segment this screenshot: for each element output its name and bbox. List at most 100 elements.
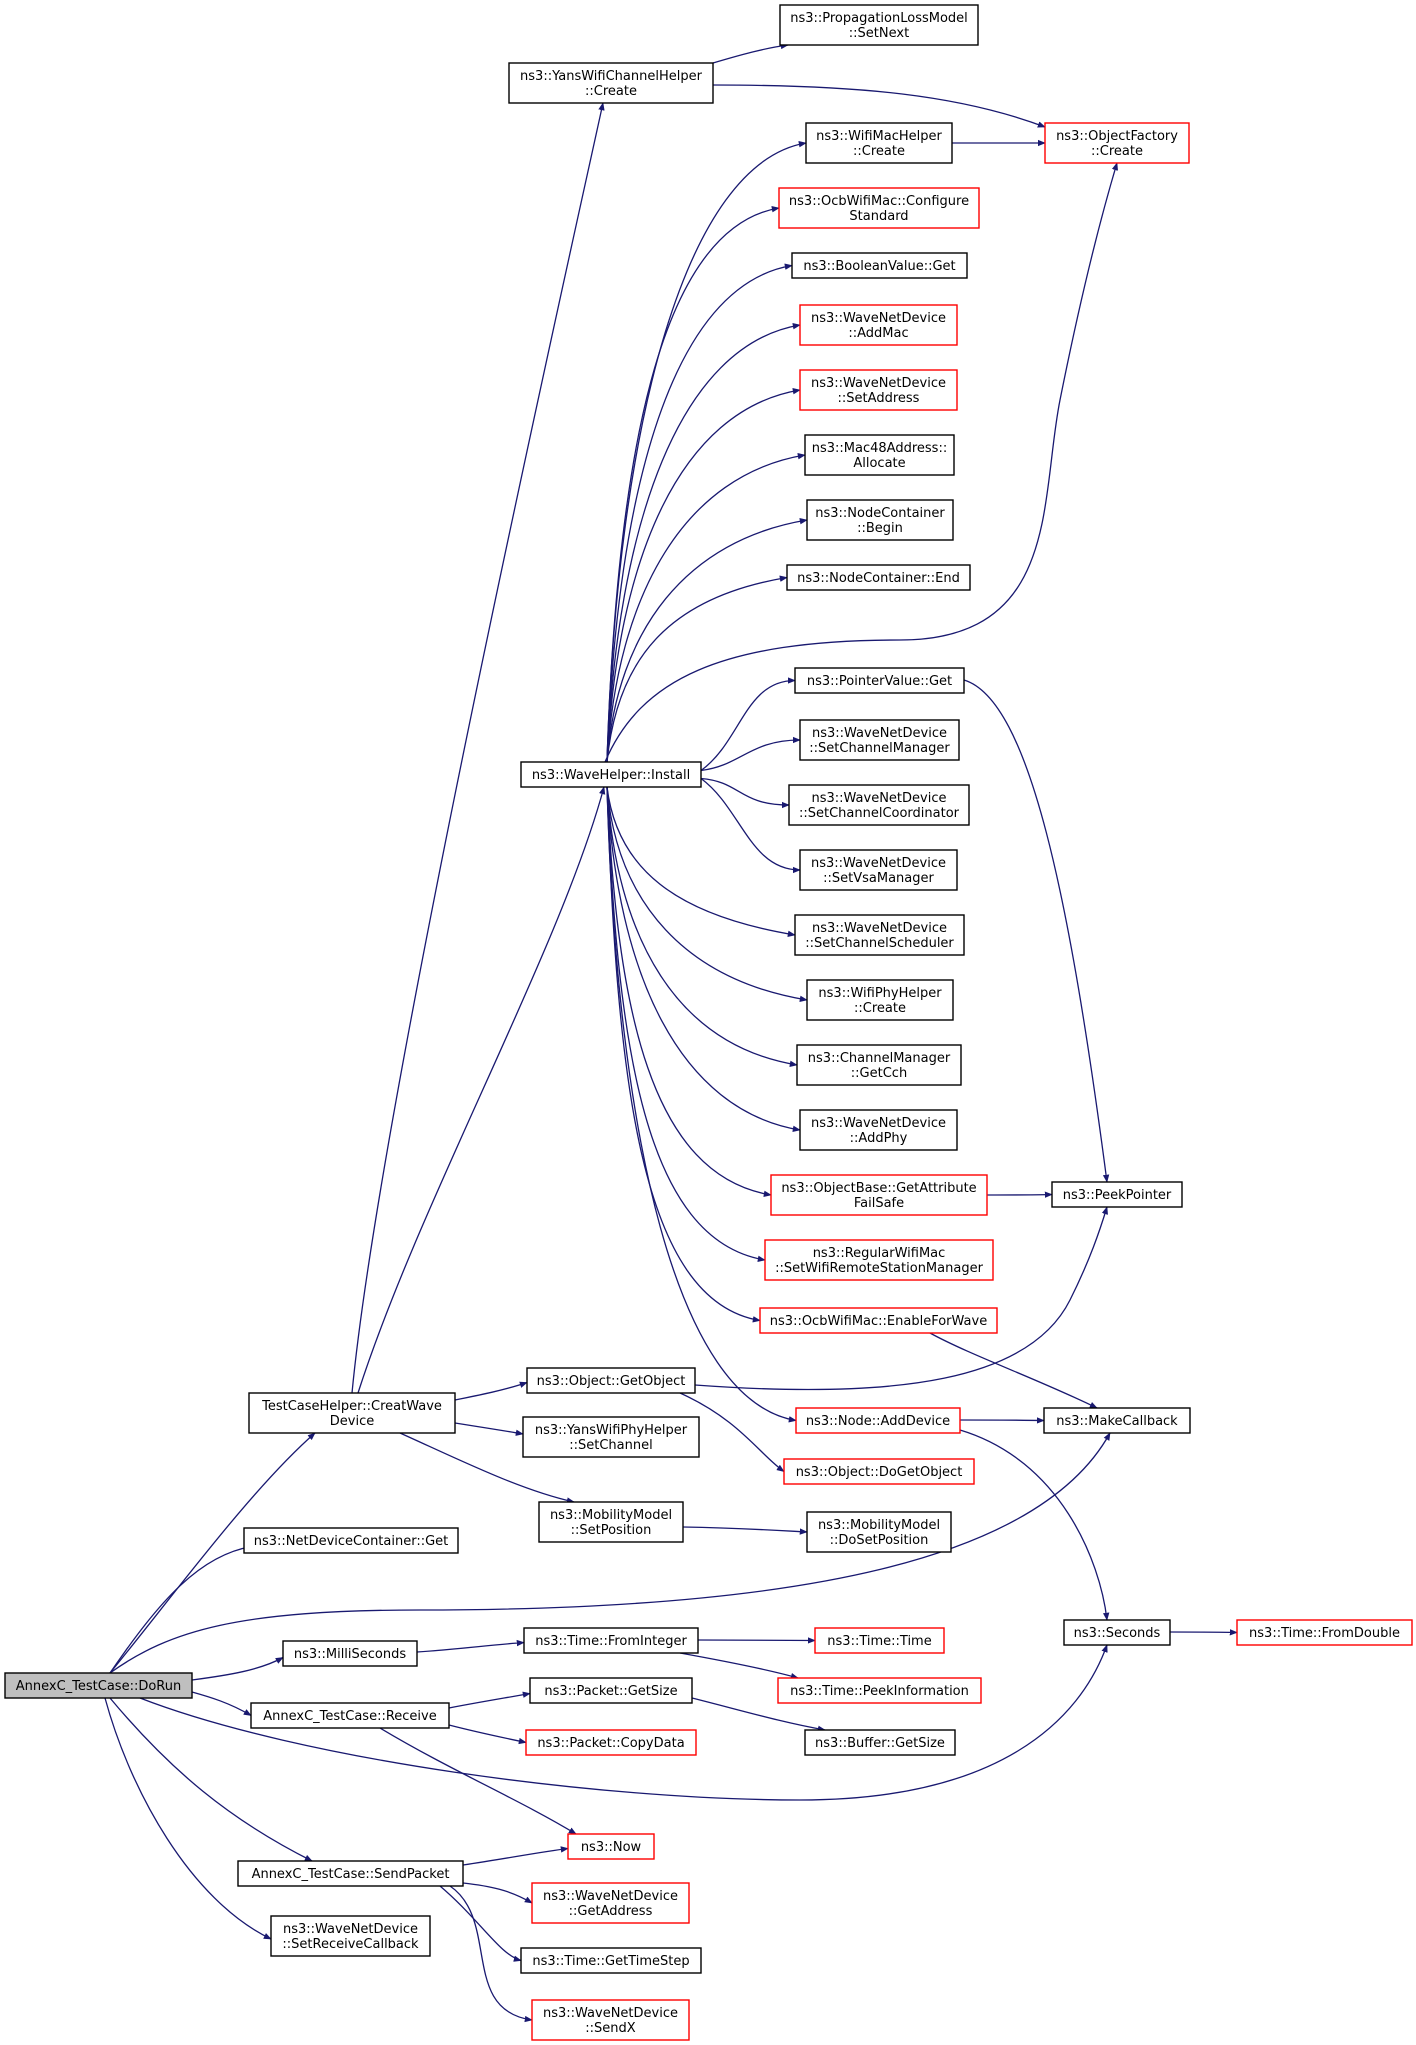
node-box[interactable] xyxy=(282,1640,418,1667)
node-ndc-get[interactable]: ns3::NetDeviceContainer::Get xyxy=(243,1527,459,1554)
node-box[interactable] xyxy=(1043,1407,1191,1434)
node-box[interactable] xyxy=(1051,1181,1183,1208)
node-box[interactable] xyxy=(783,1458,975,1485)
node-seconds[interactable]: ns3::Seconds xyxy=(1063,1619,1171,1646)
node-get-cch[interactable]: ns3::ChannelManager::GetCch xyxy=(796,1044,962,1086)
node-box[interactable] xyxy=(764,1239,994,1281)
node-receive[interactable]: AnnexC_TestCase::Receive xyxy=(250,1702,450,1729)
node-send-x[interactable]: ns3::WaveNetDevice::SendX xyxy=(531,1999,690,2041)
node-add-phy[interactable]: ns3::WaveNetDevice::AddPhy xyxy=(799,1109,958,1151)
node-set-ch-coord[interactable]: ns3::WaveNetDevice::SetChannelCoordinato… xyxy=(788,784,970,826)
node-box[interactable] xyxy=(778,187,980,229)
node-do-run[interactable]: AnnexC_TestCase::DoRun xyxy=(4,1672,193,1699)
node-milli[interactable]: ns3::MilliSeconds xyxy=(282,1640,418,1667)
node-prop-set-next[interactable]: ns3::PropagationLossModel::SetNext xyxy=(779,4,979,46)
node-box[interactable] xyxy=(786,564,971,591)
node-peek-pointer[interactable]: ns3::PeekPointer xyxy=(1051,1181,1183,1208)
node-get-object[interactable]: ns3::Object::GetObject xyxy=(526,1367,696,1394)
node-box[interactable] xyxy=(759,1307,998,1334)
node-nc-end[interactable]: ns3::NodeContainer::End xyxy=(786,564,971,591)
node-box[interactable] xyxy=(538,1501,684,1543)
node-from-double[interactable]: ns3::Time::FromDouble xyxy=(1236,1619,1413,1646)
node-box[interactable] xyxy=(567,1833,655,1860)
node-set-vsa[interactable]: ns3::WaveNetDevice::SetVsaManager xyxy=(799,849,958,891)
node-box[interactable] xyxy=(1063,1619,1171,1646)
node-box[interactable] xyxy=(522,1416,700,1458)
node-box[interactable] xyxy=(520,1947,702,1974)
node-box[interactable] xyxy=(529,1677,693,1704)
node-box[interactable] xyxy=(799,304,958,346)
node-mac-allocate[interactable]: ns3::Mac48Address::Allocate xyxy=(804,434,955,476)
node-bool-get[interactable]: ns3::BooleanValue::Get xyxy=(791,252,968,279)
node-box[interactable] xyxy=(795,1407,961,1434)
node-box[interactable] xyxy=(237,1860,464,1887)
node-wifi-mac-create[interactable]: ns3::WifiMacHelper::Create xyxy=(805,122,953,164)
node-add-mac[interactable]: ns3::WaveNetDevice::AddMac xyxy=(799,304,958,346)
node-box[interactable] xyxy=(791,252,968,279)
node-from-integer[interactable]: ns3::Time::FromInteger xyxy=(523,1627,699,1654)
node-wifi-phy-create[interactable]: ns3::WifiPhyHelper::Create xyxy=(806,979,954,1021)
node-box[interactable] xyxy=(243,1527,459,1554)
node-box[interactable] xyxy=(523,1627,699,1654)
node-box[interactable] xyxy=(1044,122,1190,164)
node-box[interactable] xyxy=(788,784,970,826)
node-now[interactable]: ns3::Now xyxy=(567,1833,655,1860)
node-box[interactable] xyxy=(796,1044,962,1086)
node-box[interactable] xyxy=(779,4,979,46)
node-wave-get-address[interactable]: ns3::WaveNetDevice::GetAddress xyxy=(531,1882,690,1924)
node-box[interactable] xyxy=(248,1392,456,1434)
node-box[interactable] xyxy=(799,1109,958,1151)
node-set-remote-mgr[interactable]: ns3::RegularWifiMac::SetWifiRemoteStatio… xyxy=(764,1239,994,1281)
node-obj-factory-create[interactable]: ns3::ObjectFactory::Create xyxy=(1044,122,1190,164)
node-box[interactable] xyxy=(799,849,958,891)
node-box[interactable] xyxy=(770,1174,988,1216)
node-peek-info[interactable]: ns3::Time::PeekInformation xyxy=(777,1677,982,1704)
node-mob-do-set-pos[interactable]: ns3::MobilityModel::DoSetPosition xyxy=(806,1511,952,1553)
node-pointer-get[interactable]: ns3::PointerValue::Get xyxy=(794,667,965,694)
node-do-get-object[interactable]: ns3::Object::DoGetObject xyxy=(783,1458,975,1485)
node-yans-phy-set-ch[interactable]: ns3::YansWifiPhyHelper::SetChannel xyxy=(522,1416,700,1458)
node-set-address[interactable]: ns3::WaveNetDevice::SetAddress xyxy=(799,369,958,411)
node-box[interactable] xyxy=(799,369,958,411)
node-box[interactable] xyxy=(806,1511,952,1553)
node-box[interactable] xyxy=(250,1702,450,1729)
node-box[interactable] xyxy=(4,1672,193,1699)
node-box[interactable] xyxy=(804,1729,956,1756)
node-mob-set-pos[interactable]: ns3::MobilityModel::SetPosition xyxy=(538,1501,684,1543)
node-wave-install[interactable]: ns3::WaveHelper::Install xyxy=(520,761,702,788)
node-box[interactable] xyxy=(814,1627,945,1654)
node-box[interactable] xyxy=(270,1915,431,1957)
node-box[interactable] xyxy=(794,914,965,956)
node-box[interactable] xyxy=(804,434,955,476)
node-box[interactable] xyxy=(520,761,702,788)
node-pkt-copy-data[interactable]: ns3::Packet::CopyData xyxy=(525,1729,697,1756)
node-get-time-step[interactable]: ns3::Time::GetTimeStep xyxy=(520,1947,702,1974)
node-send-packet[interactable]: AnnexC_TestCase::SendPacket xyxy=(237,1860,464,1887)
node-yans-ch-create[interactable]: ns3::YansWifiChannelHelper::Create xyxy=(508,62,714,104)
node-box[interactable] xyxy=(508,62,714,104)
node-box[interactable] xyxy=(806,979,954,1021)
node-box[interactable] xyxy=(525,1729,697,1756)
node-box[interactable] xyxy=(777,1677,982,1704)
node-box[interactable] xyxy=(531,1999,690,2041)
node-box[interactable] xyxy=(526,1367,696,1394)
node-set-ch-sched[interactable]: ns3::WaveNetDevice::SetChannelScheduler xyxy=(794,914,965,956)
node-buf-get-size[interactable]: ns3::Buffer::GetSize xyxy=(804,1729,956,1756)
node-box[interactable] xyxy=(806,499,954,541)
node-time-time[interactable]: ns3::Time::Time xyxy=(814,1627,945,1654)
node-make-callback[interactable]: ns3::MakeCallback xyxy=(1043,1407,1191,1434)
node-enable-for-wave[interactable]: ns3::OcbWifiMac::EnableForWave xyxy=(759,1307,998,1334)
node-box[interactable] xyxy=(794,667,965,694)
node-pkt-get-size[interactable]: ns3::Packet::GetSize xyxy=(529,1677,693,1704)
node-box[interactable] xyxy=(799,719,960,761)
node-set-recv-cb[interactable]: ns3::WaveNetDevice::SetReceiveCallback xyxy=(270,1915,431,1957)
node-nc-begin[interactable]: ns3::NodeContainer::Begin xyxy=(806,499,954,541)
node-box[interactable] xyxy=(531,1882,690,1924)
node-box[interactable] xyxy=(1236,1619,1413,1646)
node-box[interactable] xyxy=(805,122,953,164)
node-set-ch-mgr[interactable]: ns3::WaveNetDevice::SetChannelManager xyxy=(799,719,960,761)
node-node-add-device[interactable]: ns3::Node::AddDevice xyxy=(795,1407,961,1434)
